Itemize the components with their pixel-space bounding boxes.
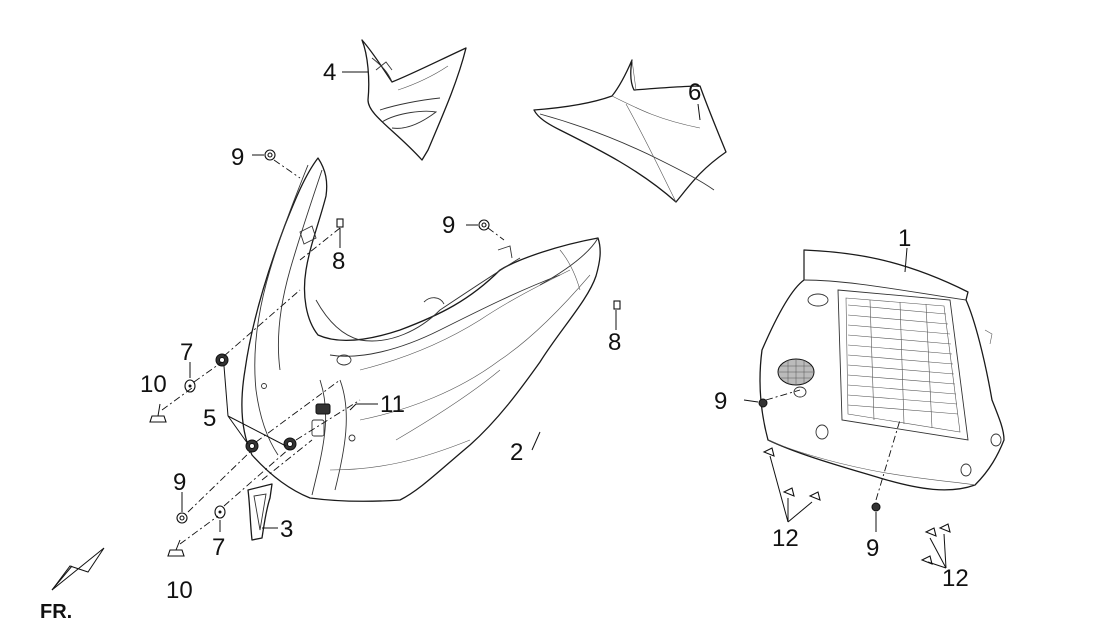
callout-10-lower: 10 [166,577,193,604]
front-grille-cover [759,249,1005,491]
small-vent-piece [247,483,273,541]
clip-nut [215,353,297,453]
callout-11: 11 [380,391,405,418]
callout-1: 1 [898,225,911,252]
callout-4: 4 [323,59,336,86]
callout-7-upper: 7 [180,339,193,366]
washer [184,379,226,519]
callout-8-right: 8 [608,329,621,356]
tapping-screw [762,447,951,565]
callout-9-right-bottom: 9 [866,535,879,562]
upper-right-panel [533,59,727,203]
assembly-lines [161,159,901,545]
callout-9-right-side: 9 [714,388,727,415]
push-rivet [176,149,881,524]
callout-2: 2 [510,439,523,466]
upper-inner-panel [361,39,467,161]
front-direction-label: FR. [40,601,72,623]
callout-3: 3 [280,516,293,543]
callout-12-right: 12 [942,565,969,592]
callout-7-lower: 7 [212,534,225,561]
callout-8-left: 8 [332,248,345,275]
callouts: 1 2 3 4 5 6 7 7 8 8 9 9 9 9 9 10 10 11 1… [140,59,969,604]
retainer-clip [336,218,621,310]
callout-5: 5 [203,405,216,432]
callout-10-upper: 10 [140,371,167,398]
front-direction-arrow-icon [51,547,105,591]
screw [149,403,185,557]
leader-lines [181,71,947,569]
callout-12-left: 12 [772,525,799,552]
callout-6: 6 [688,79,701,106]
front-cover [241,157,601,502]
callout-9-center: 9 [442,212,455,239]
callout-9-top-left: 9 [231,144,244,171]
callout-9-lower-left: 9 [173,469,186,496]
